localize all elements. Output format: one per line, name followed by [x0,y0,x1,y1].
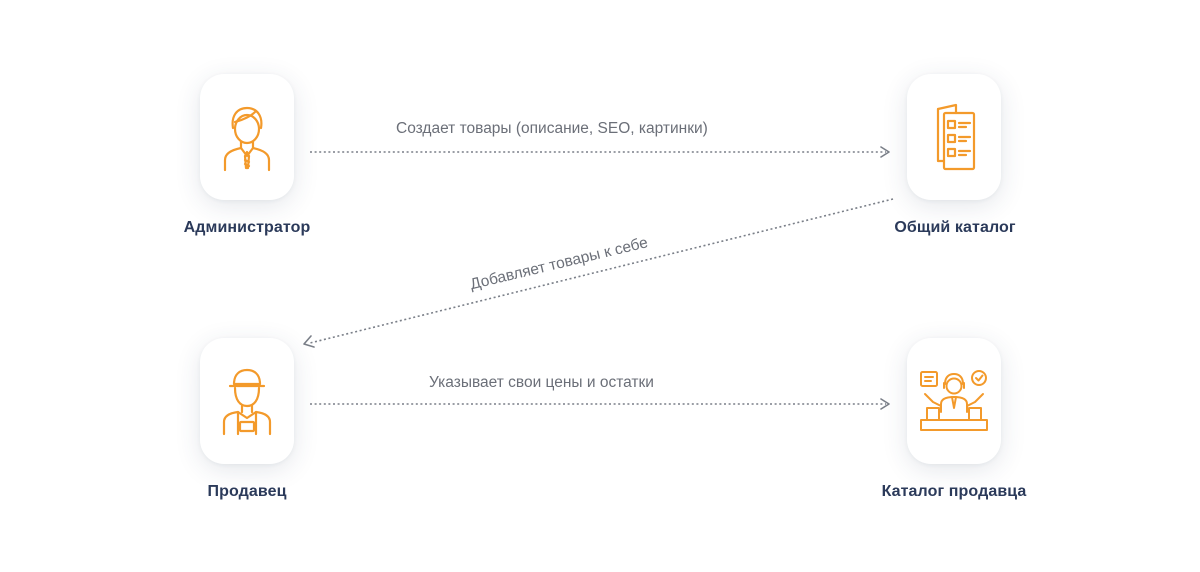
node-card-catalog [907,74,1001,200]
node-label-admin: Администратор [183,219,311,236]
node-label-seller-catalog: Каталог продавца [881,483,1027,500]
node-card-admin [200,74,294,200]
arrowhead-seller [303,335,315,348]
node-card-seller-catalog [907,338,1001,464]
arrowhead-catalog [880,146,890,158]
node-card-seller [200,338,294,464]
edge-label-seller-to-seller-catalog: Указывает свои цены и остатки [429,374,654,391]
node-label-catalog: Общий каталог [894,219,1016,236]
administrator-person-icon [223,106,271,172]
seller-person-cap-icon [222,368,272,436]
arrowhead-seller-catalog [880,398,890,410]
seller-catalog-icon [920,370,988,431]
catalog-document-icon [936,103,976,171]
arrow-catalog-to-seller [309,198,894,344]
node-label-seller: Продавец [207,483,287,500]
edge-label-admin-to-catalog: Создает товары (описание, SEO, картинки) [396,120,708,137]
